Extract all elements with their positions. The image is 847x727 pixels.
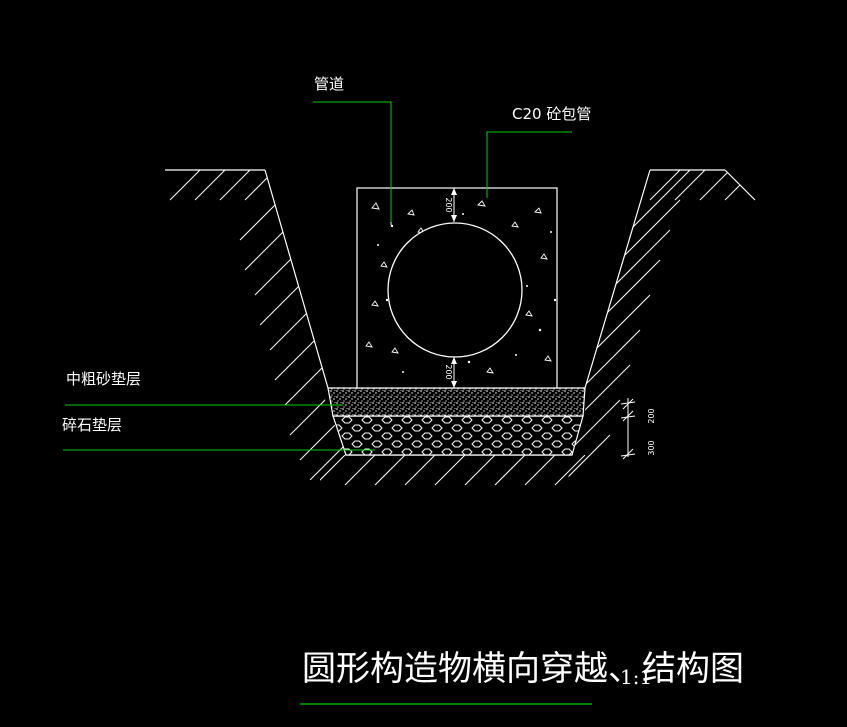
top-cover-dimension-text: 200: [444, 197, 453, 212]
left-trench-bank: [165, 169, 347, 480]
concrete-encasement-label: C20 砼包管: [512, 105, 591, 123]
pipe-circle: [387, 222, 523, 358]
gravel-cushion-layer: [332, 415, 584, 456]
sand-cushion-layer: [327, 387, 586, 417]
trench-bottom: [320, 454, 586, 486]
top-cover-dimension: 200: [444, 188, 457, 222]
pipe-label: 管道: [314, 75, 344, 93]
bottom-cover-dimension: 200: [444, 357, 457, 388]
layer-dimensions: [620, 398, 636, 460]
drawing-title: 圆形构造物横向穿越、结构图 1:1: [300, 649, 744, 705]
sand-layer-dimension-text: 200: [647, 408, 656, 423]
gravel-layer-dimension-text: 300: [647, 440, 656, 455]
gravel-cushion-label: 碎石垫层: [62, 416, 122, 434]
right-trench-bank: [568, 169, 756, 480]
title-text: 圆形构造物横向穿越、结构图: [302, 649, 744, 689]
bottom-cover-dimension-text: 200: [444, 364, 453, 379]
pipe-leader-line: [313, 101, 392, 225]
concrete-leader-line: [486, 131, 572, 198]
scale-text: 1:1: [620, 665, 652, 689]
sand-cushion-label: 中粗砂垫层: [66, 370, 141, 388]
leader-lines: [63, 101, 572, 451]
